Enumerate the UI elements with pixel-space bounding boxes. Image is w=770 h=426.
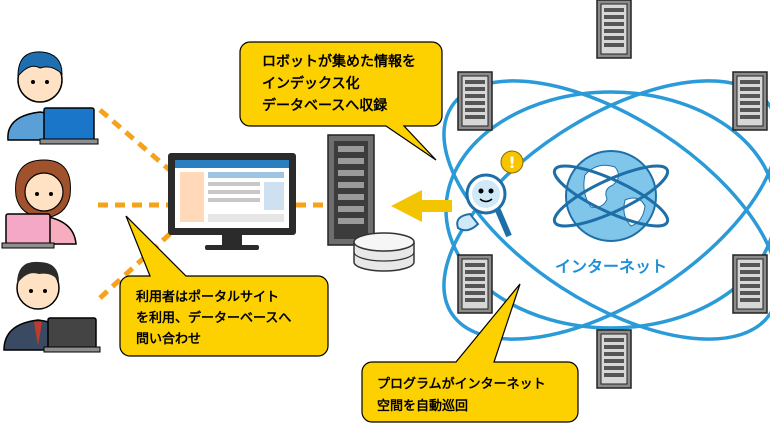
connection-line — [98, 108, 174, 174]
callout-robot: ロボットが集めた情報を インデックス化 データベースへ収録 — [239, 41, 443, 161]
user-woman-icon — [1, 159, 77, 249]
server-rack-icon — [596, 329, 632, 389]
collect-arrow — [391, 190, 452, 222]
server-rack-icon — [596, 0, 632, 59]
search-robot-icon — [456, 173, 512, 238]
connection-lines — [98, 108, 328, 300]
monitor-icon — [168, 153, 296, 250]
user-man-icon — [7, 51, 99, 145]
callout-robot-line: ロボットが集めた情報を — [262, 53, 416, 70]
orbit-ring — [442, 79, 770, 341]
callout-robot-line: インデックス化 — [262, 75, 360, 92]
callout-users-line: を利用、データーベースへ — [136, 310, 291, 326]
server-rack-icon — [732, 254, 768, 314]
internet-label: インターネット — [555, 257, 667, 276]
callout-program-line: 空間を自動巡回 — [377, 398, 468, 414]
database-icon — [353, 232, 415, 272]
globe-icon — [552, 150, 670, 242]
callout-users-line: 問い合わせ — [136, 331, 201, 347]
orbit-ring — [442, 79, 770, 341]
portal-server — [327, 134, 415, 272]
alert-symbol: ! — [508, 153, 515, 172]
server-rack-icon — [732, 71, 768, 131]
callout-program: プログラムがインターネット 空間を自動巡回 — [361, 283, 579, 423]
callout-users: 利用者はポータルサイト を利用、データーベースへ 問い合わせ — [119, 215, 329, 357]
callout-users-line: 利用者はポータルサイト — [136, 289, 279, 305]
user-businessman-icon — [3, 261, 101, 353]
exclamation-icon: ! — [500, 150, 524, 174]
callout-robot-line: データベースへ収録 — [262, 97, 388, 114]
server-rack-icon — [327, 134, 375, 246]
callout-program-line: プログラムがインターネット — [377, 376, 546, 392]
server-rack-icon — [457, 71, 493, 131]
server-rack-icon — [457, 254, 493, 314]
